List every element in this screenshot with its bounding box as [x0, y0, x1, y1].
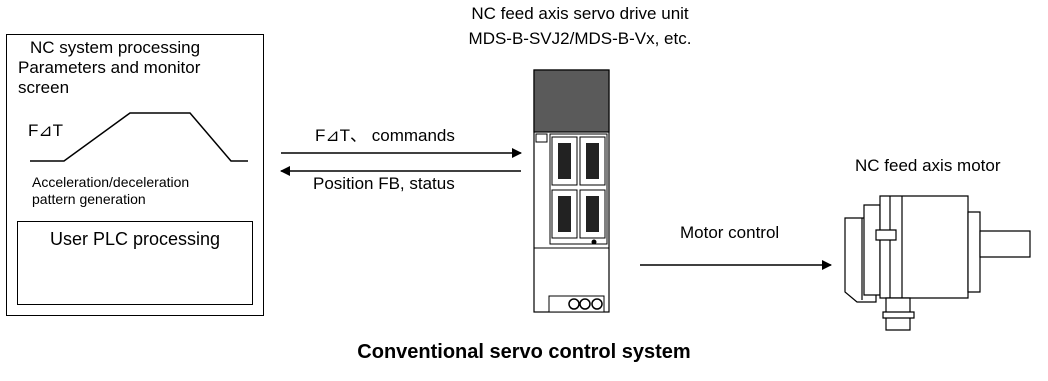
drive-title-line2: MDS-B-SVJ2/MDS-B-Vx, etc. — [468, 29, 692, 48]
accel-label-line1: Acceleration/deceleration — [32, 174, 190, 190]
nc-system-label-line3: screen — [18, 78, 70, 97]
drive-title-line1: NC feed axis servo drive unit — [471, 4, 689, 23]
motor-control-label: Motor control — [680, 223, 780, 242]
servo-drive-unit — [533, 69, 610, 313]
user-plc-box — [17, 221, 253, 305]
nc-system-label-line1: NC system processing — [30, 38, 201, 57]
user-plc-label: User PLC processing — [49, 229, 221, 249]
accel-decel-profile — [30, 112, 248, 162]
feedback-label: Position FB, status — [313, 174, 455, 193]
command-label: F⊿T、 commands — [315, 126, 455, 145]
caption: Conventional servo control system — [357, 341, 691, 363]
motor-label: NC feed axis motor — [855, 156, 1001, 175]
accel-label-line2: pattern generation — [32, 191, 146, 207]
nc-system-label-line2: Parameters and monitor — [18, 58, 201, 77]
servo-motor-image — [844, 195, 1031, 331]
profile-label: F⊿T — [28, 121, 64, 140]
